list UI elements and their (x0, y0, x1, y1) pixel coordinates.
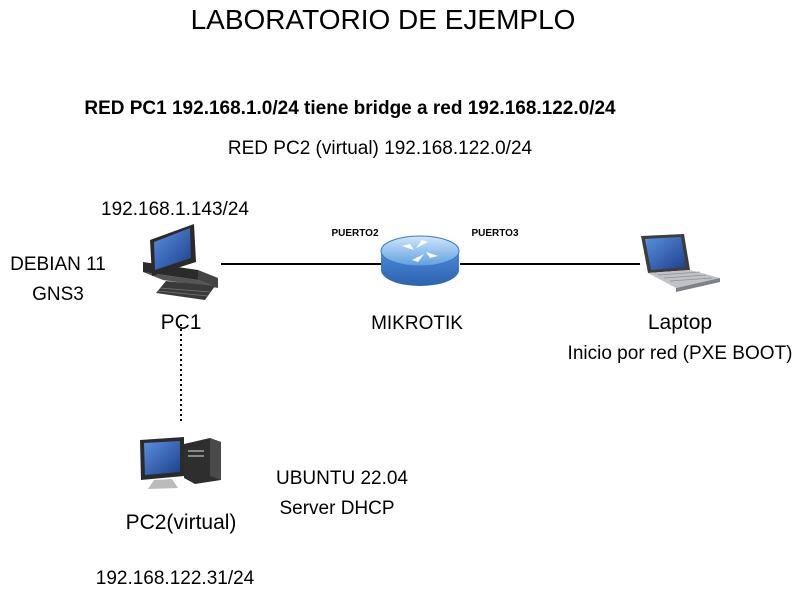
pc1-software-label: GNS3 (32, 284, 84, 305)
desktop-computer-icon (143, 224, 218, 300)
pc2-name-label: PC2(virtual) (125, 511, 237, 534)
router-port-right-label: PUERTO3 (471, 228, 519, 239)
router-name-label: MIKROTIK (371, 313, 463, 334)
pc2-ip-label: 192.168.122.31/24 (95, 568, 255, 589)
router-port-left-label: PUERTO2 (331, 228, 379, 239)
diagram-title: LABORATORIO DE EJEMPLO (190, 4, 576, 35)
note-virtual-network: RED PC2 (virtual) 192.168.122.0/24 (227, 138, 533, 159)
pc1-name-label: PC1 (160, 311, 202, 334)
router-icon (380, 235, 460, 286)
pc1-os-label: DEBIAN 11 (10, 254, 106, 275)
workstation-icon (140, 437, 221, 489)
laptop-name-label: Laptop (647, 311, 713, 334)
note-bridge: RED PC1 192.168.1.0/24 tiene bridge a re… (84, 98, 616, 119)
laptop-icon (641, 234, 720, 292)
pc2-os-label: UBUNTU 22.04 (276, 468, 408, 489)
pc1-ip-label: 192.168.1.143/24 (101, 199, 249, 220)
laptop-description: Inicio por red (PXE BOOT) (567, 343, 793, 364)
pc2-role-label: Server DHCP (279, 498, 395, 519)
